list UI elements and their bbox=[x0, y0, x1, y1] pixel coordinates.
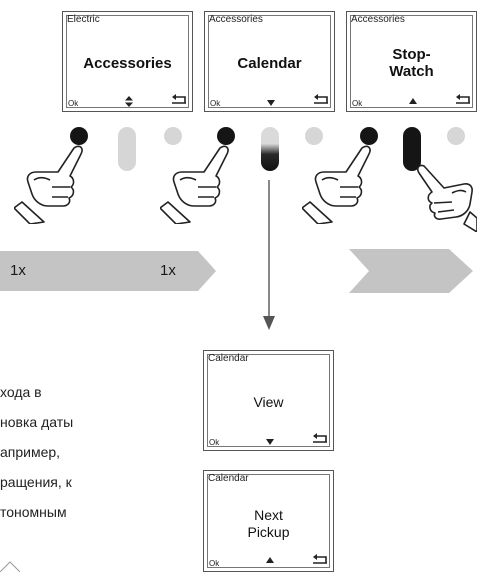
band-label-1x: 1x bbox=[160, 262, 176, 279]
screen-header: Calendar bbox=[208, 353, 249, 364]
back-icon bbox=[312, 552, 328, 571]
ok-label: Ok bbox=[210, 99, 221, 108]
body-text-line: тономным bbox=[0, 504, 67, 520]
screen-main-text-line2: Watch bbox=[389, 63, 434, 80]
screen-header: Accessories bbox=[209, 14, 263, 25]
screen-header: Accessories bbox=[351, 14, 405, 25]
back-button-inactive bbox=[447, 127, 465, 145]
body-text-line: новка даты bbox=[0, 414, 74, 430]
screen-frame bbox=[207, 474, 330, 568]
back-button-inactive bbox=[305, 127, 323, 145]
pointing-hand-icon bbox=[160, 145, 229, 224]
down-arrow-connector bbox=[263, 180, 275, 330]
arrow-down-icon bbox=[267, 98, 275, 108]
pointing-hand-icon bbox=[417, 164, 477, 232]
ok-label: Ok bbox=[209, 438, 220, 447]
band-label-1x: 1x bbox=[10, 262, 26, 279]
ok-button-pressed bbox=[217, 127, 235, 145]
screen-frame bbox=[208, 15, 331, 108]
back-icon bbox=[455, 92, 471, 111]
ok-button-pressed bbox=[70, 127, 88, 145]
back-button-inactive bbox=[164, 127, 182, 145]
rocker-button-up-pressed bbox=[403, 127, 421, 171]
screen-calendar-view: Calendar View Ok bbox=[203, 350, 334, 451]
screen-main-text: Accessories bbox=[83, 55, 172, 72]
rocker-button-inactive bbox=[118, 127, 136, 171]
arrow-down-icon bbox=[266, 437, 274, 447]
back-icon bbox=[171, 92, 187, 111]
screen-main-text: View bbox=[253, 394, 284, 410]
screen-main-text-line1: Stop- bbox=[392, 46, 431, 63]
back-icon bbox=[313, 92, 329, 111]
arrow-up-icon bbox=[266, 555, 274, 565]
screen-header: Electric bbox=[67, 14, 100, 25]
screen-main-text: Calendar bbox=[237, 55, 302, 72]
pointing-hand-icon bbox=[14, 145, 83, 224]
screen-frame bbox=[66, 15, 189, 108]
screen-electric-accessories: Electric Accessories Ok bbox=[62, 11, 193, 112]
ok-label: Ok bbox=[68, 99, 79, 108]
screen-accessories-calendar: Accessories Calendar Ok bbox=[204, 11, 335, 112]
screen-frame bbox=[350, 15, 473, 108]
screen-accessories-stopwatch: Accessories Stop- Watch Ok bbox=[346, 11, 477, 112]
body-text-line: хода в bbox=[0, 384, 42, 400]
screen-calendar-next-pickup: Calendar Next Pickup Ok bbox=[203, 470, 334, 572]
back-icon bbox=[312, 431, 328, 450]
body-text-line: ращения, к bbox=[0, 474, 72, 490]
up-down-arrow-icon bbox=[125, 96, 133, 109]
ok-button-pressed bbox=[360, 127, 378, 145]
screen-frame bbox=[207, 354, 330, 447]
body-text-line: апример, bbox=[0, 444, 61, 460]
arrow-up-icon bbox=[409, 96, 417, 106]
process-band-arrow bbox=[0, 251, 216, 291]
screen-header: Calendar bbox=[208, 473, 249, 484]
ok-label: Ok bbox=[209, 559, 220, 568]
chevron-up-icon bbox=[0, 561, 20, 572]
ok-label: Ok bbox=[352, 99, 363, 108]
pointing-hand-icon bbox=[302, 145, 371, 224]
screen-main-text-line2: Pickup bbox=[247, 524, 290, 540]
rocker-button-down-pressed bbox=[261, 127, 279, 171]
screen-main-text-line1: Next bbox=[254, 507, 283, 523]
process-chevron-arrow bbox=[349, 249, 473, 293]
